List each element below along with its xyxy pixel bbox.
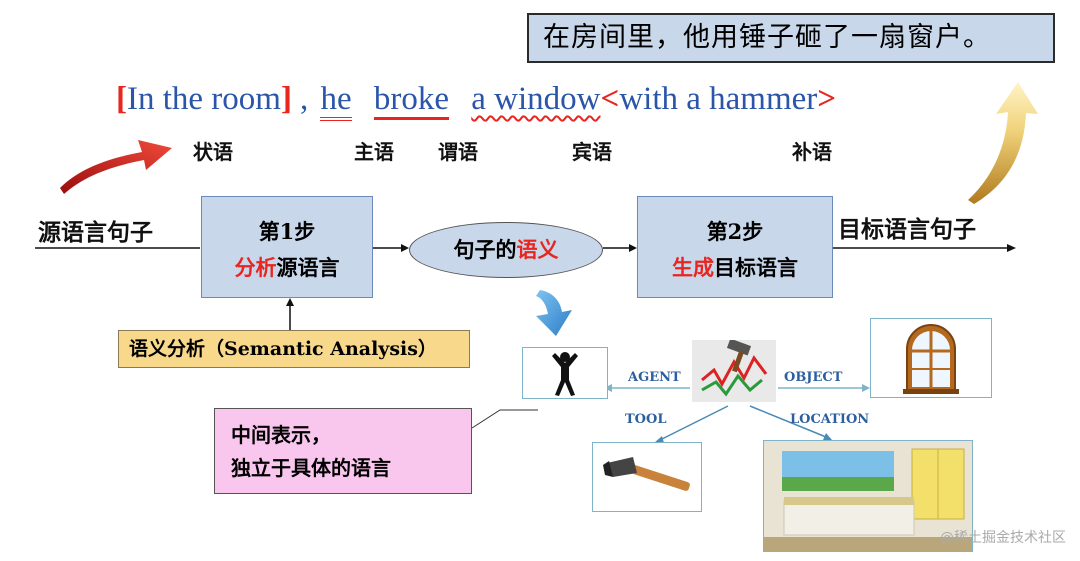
bedroom-icon xyxy=(764,441,972,551)
role-subject: 主语 xyxy=(354,140,394,164)
object-phrase: a window xyxy=(471,81,601,117)
adverbial-phrase: In the room xyxy=(127,81,281,117)
relation-tool: TOOL xyxy=(625,412,667,427)
step2-desc: 生成目标语言 xyxy=(638,252,832,282)
source-sentence-label: 源语言句子 xyxy=(38,219,153,246)
sentence-comma: , xyxy=(299,81,309,117)
open-bracket: [ xyxy=(116,81,127,117)
intermediate-representation-box: 中间表示， 独立于具体的语言 xyxy=(214,408,472,494)
relation-location: LOCATION xyxy=(790,412,870,427)
sentence-meaning-ellipse: 句子的语义 xyxy=(409,222,603,278)
break-action-image xyxy=(692,338,776,402)
meaning-highlight: 语义 xyxy=(516,237,559,262)
relation-agent: AGENT xyxy=(628,370,681,385)
location-bedroom-image xyxy=(763,440,973,552)
step1-desc: 分析源语言 xyxy=(202,252,372,282)
object-window-image xyxy=(870,318,992,398)
translation-box: 在房间里，他用锤子砸了一扇窗户。 xyxy=(527,13,1055,63)
complement-phrase: with a hammer xyxy=(619,81,818,117)
relation-object: OBJECT xyxy=(784,370,843,385)
red-swoosh-arrow xyxy=(60,140,172,194)
role-object: 宾语 xyxy=(572,140,612,164)
gold-curved-arrow xyxy=(968,82,1038,204)
semantic-analysis-box: 语义分析（Semantic Analysis） xyxy=(118,330,470,368)
intermediate-line1: 中间表示， xyxy=(231,423,331,447)
step2-box: 第2步 生成目标语言 xyxy=(637,196,833,298)
intermediate-line2: 独立于具体的语言 xyxy=(231,456,391,480)
semantic-analysis-label: 语义分析（Semantic Analysis） xyxy=(129,338,437,360)
meaning-prefix: 句子的 xyxy=(453,237,517,262)
agent-image xyxy=(522,347,608,399)
step1-action: 分析 xyxy=(234,255,277,280)
hammer-icon xyxy=(603,457,690,491)
person-icon xyxy=(552,352,578,396)
window-icon xyxy=(903,324,959,394)
step2-title: 第2步 xyxy=(706,219,764,244)
subject-word: he xyxy=(320,81,352,121)
blue-down-arrow xyxy=(536,290,572,336)
role-adverbial: 状语 xyxy=(193,140,233,164)
step2-action: 生成 xyxy=(672,255,714,280)
translation-text: 在房间里，他用锤子砸了一扇窗户。 xyxy=(543,22,991,53)
english-sentence: [In the room], he broke a window<with a … xyxy=(116,77,836,121)
open-angle: < xyxy=(600,81,620,117)
close-bracket: ] xyxy=(280,81,292,117)
step1-box: 第1步 分析源语言 xyxy=(201,196,373,298)
step1-title: 第1步 xyxy=(258,219,316,244)
predicate-word: broke xyxy=(373,81,450,120)
step2-rest: 目标语言 xyxy=(714,255,798,280)
role-complement: 补语 xyxy=(792,140,832,164)
step1-rest: 源语言 xyxy=(276,255,340,280)
target-sentence-label: 目标语言句子 xyxy=(838,216,976,243)
watermark: @稀土掘金技术社区 xyxy=(940,530,1066,546)
role-predicate: 谓语 xyxy=(438,140,478,164)
close-angle: > xyxy=(817,81,837,117)
broken-glass-icon xyxy=(692,338,776,402)
tool-hammer-image xyxy=(592,442,702,512)
